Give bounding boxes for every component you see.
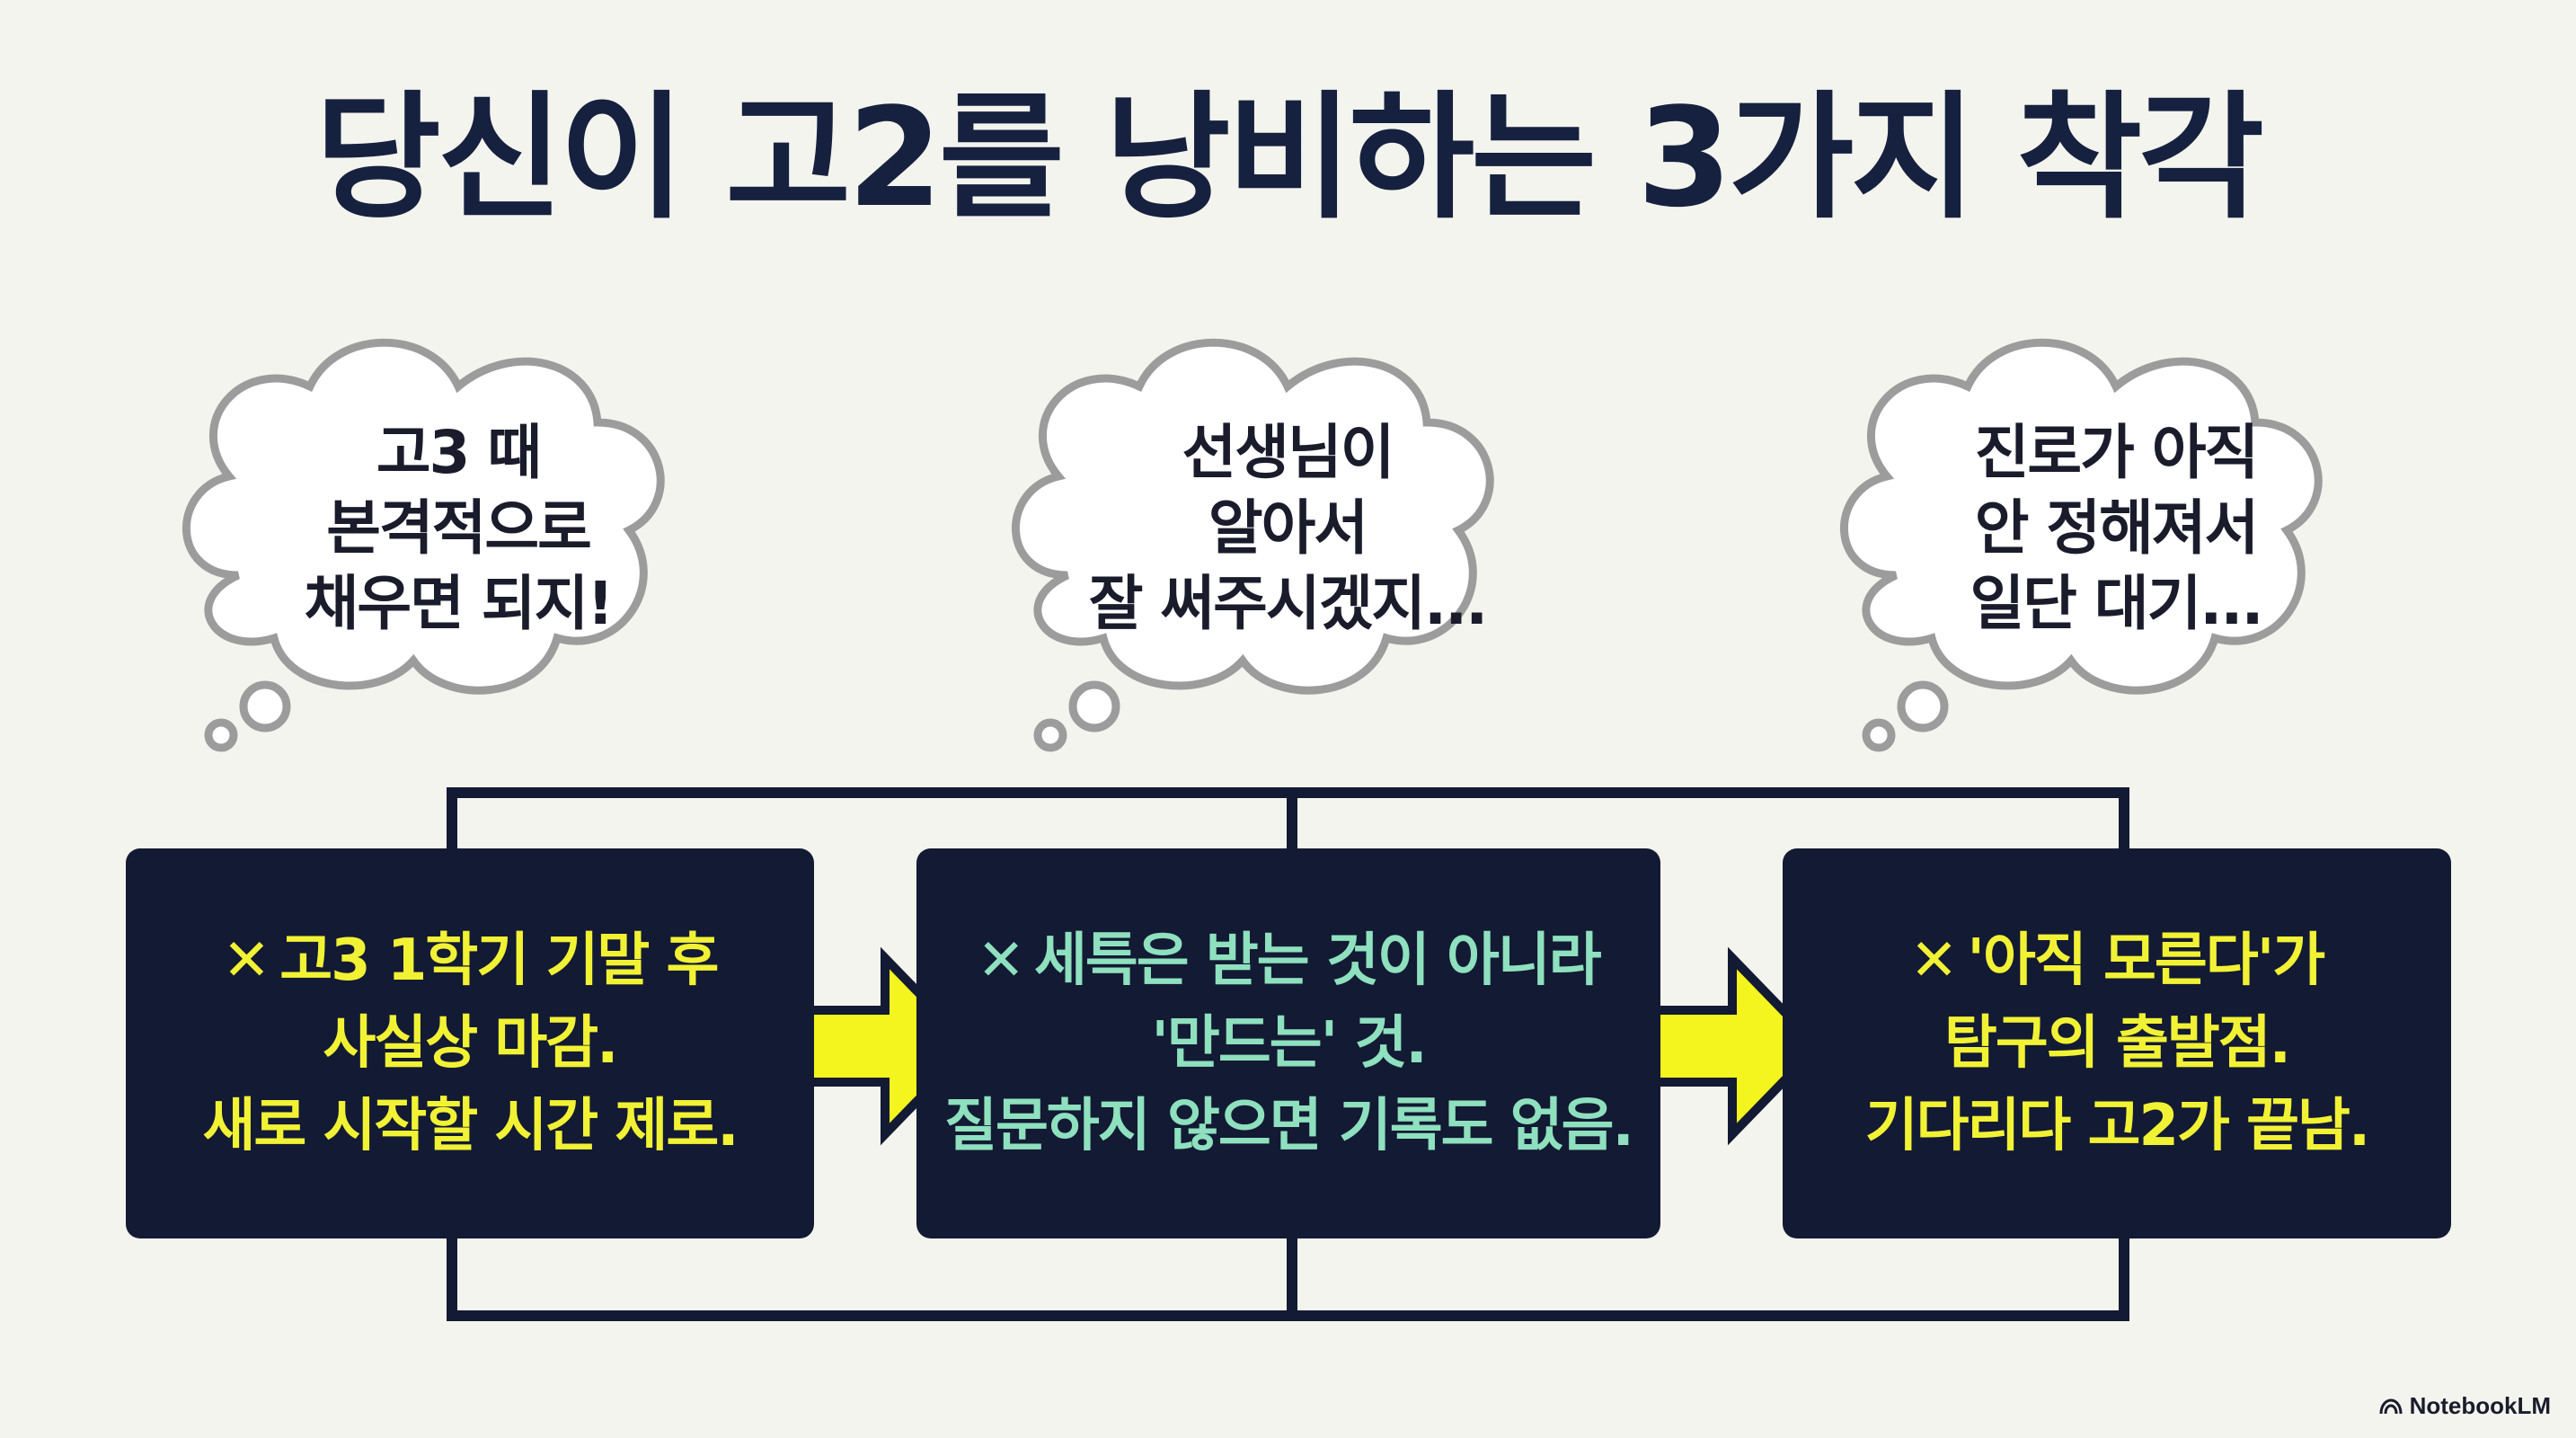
thought-dot-large [1068,680,1120,732]
bubble-line: 본격적으로 [326,493,592,563]
box-line-3: 질문하지 않으면 기록도 없음. [944,1093,1634,1159]
box-line-1: ✕고3 1학기 기말 후 [202,919,737,1002]
bubble-line: 선생님이 [1182,418,1395,487]
bubble-text-3: 진로가 아직 안 정해져서 일단 대기... [1864,415,2368,642]
notebooklm-logo: NotebookLM [2379,1392,2551,1420]
box-line-text: 고3 1학기 기말 후 [279,928,719,994]
bubble-line: 일단 대기... [1970,569,2263,638]
thought-dot-small [1862,718,1896,752]
box-text: ✕고3 1학기 기말 후 사실상 마감. 새로 시작할 시간 제로. [202,919,739,1167]
bubble-line: 채우면 되지! [304,569,615,638]
box-line-text: '아직 모른다'가 [1967,928,2325,994]
misconception-box-2: ✕세특은 받는 것이 아니라 '만드는' 것. 질문하지 않으면 기록도 없음. [916,848,1660,1238]
thought-bubble-1 [182,338,665,752]
x-mark-icon: ✕ [1909,928,1959,994]
connector-frame [447,787,2129,1321]
cloud-shape [1012,338,1494,695]
box-line-2: 사실상 마감. [323,1010,618,1077]
box-text: ✕세특은 받는 것이 아니라 '만드는' 것. 질문하지 않으면 기록도 없음. [944,919,1634,1167]
bubble-line: 알아서 [1208,493,1368,563]
box-text: ✕'아직 모른다'가 탐구의 출발점. 기다리다 고2가 끝남. [1864,919,2370,1167]
bubble-text-1: 고3 때 본격적으로 채우면 되지! [207,415,710,642]
cloud-shape [182,338,665,695]
bubble-line: 안 정해져서 [1974,493,2260,563]
box-line-1: ✕세특은 받는 것이 아니라 [944,919,1633,1002]
misconception-box-3: ✕'아직 모른다'가 탐구의 출발점. 기다리다 고2가 끝남. [1783,848,2451,1238]
page-title: 당신이 고2를 낭비하는 3가지 착각 [314,78,2264,237]
thought-bubble-3 [1840,338,2323,752]
cloud-shape [1840,338,2323,695]
misconception-box-1: ✕고3 1학기 기말 후 사실상 마감. 새로 시작할 시간 제로. [126,848,814,1238]
x-mark-icon: ✕ [977,928,1025,994]
box-line-2: 탐구의 출발점. [1944,1010,2291,1077]
bubble-line: 진로가 아직 [1974,418,2260,487]
logo-text: NotebookLM [2409,1392,2551,1419]
box-line-text: 세특은 받는 것이 아니라 [1033,928,1602,994]
thought-dot-large [1897,680,1949,732]
thought-bubble-2 [1012,338,1494,752]
box-line-2: '만드는' 것. [1151,1010,1427,1077]
thought-dot-small [1033,718,1067,752]
x-mark-icon: ✕ [222,928,271,994]
box-line-3: 기다리다 고2가 끝남. [1864,1093,2370,1159]
box-line-3: 새로 시작할 시간 제로. [202,1093,739,1159]
thought-dot-small [204,718,238,752]
bubble-line: 고3 때 [376,418,542,487]
thought-dot-large [239,680,291,732]
bubble-text-2: 선생님이 알아서 잘 써주시겠지... [1036,415,1539,642]
notebooklm-logo-icon [2379,1398,2403,1414]
box-line-1: ✕'아직 모른다'가 [1865,919,2368,1002]
bubble-line: 잘 써주시겠지... [1088,569,1489,638]
